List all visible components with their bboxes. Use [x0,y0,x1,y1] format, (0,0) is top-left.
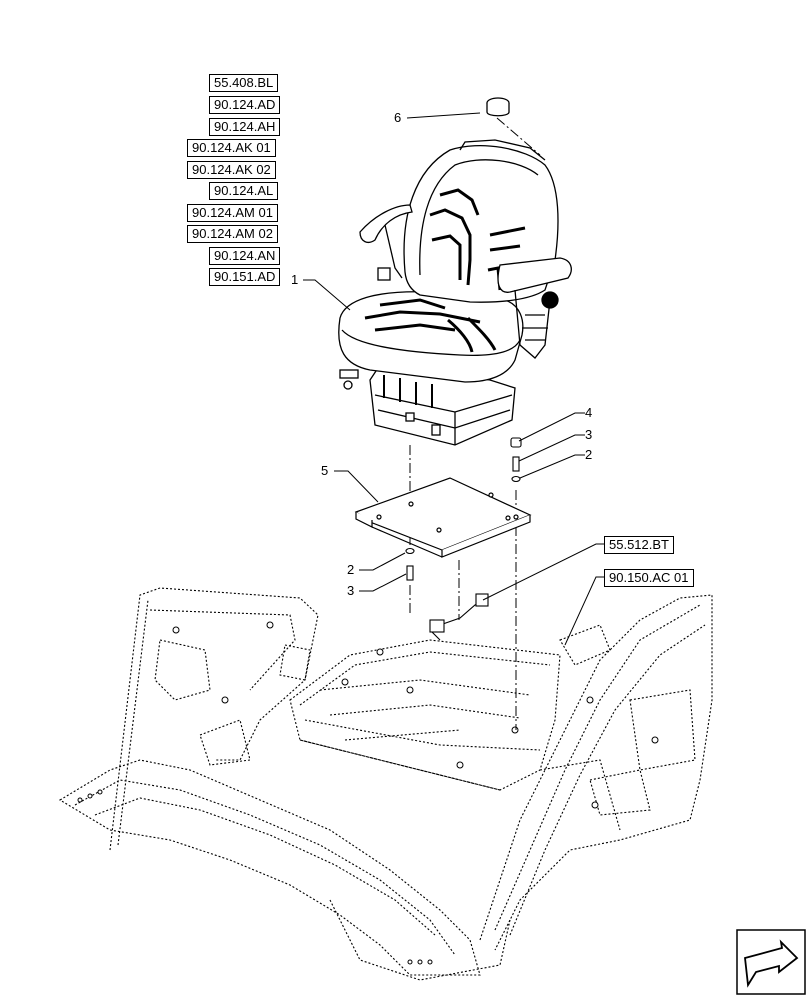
navigation-arrow-icon[interactable] [736,929,806,995]
frame-fasteners [77,621,659,965]
callout-bolt-right: 3 [585,427,593,442]
seat-assembly [338,97,572,446]
ref-link-90-124-am02[interactable]: 90.124.AM 02 [187,225,278,243]
ref-link-55-408-bl[interactable]: 55.408.BL [209,74,279,92]
fasteners [405,437,522,581]
callout-washer-right: 2 [585,447,593,462]
callout-washer-left: 2 [347,562,355,577]
ref-link-90-151-ad[interactable]: 90.151.AD [209,268,281,286]
callout-knob: 6 [394,110,402,125]
ref-link-90-124-am01[interactable]: 90.124.AM 01 [187,204,278,222]
callout-seat: 1 [291,272,299,287]
callout-cap: 4 [585,405,593,420]
ref-link-55-512-bt[interactable]: 55.512.BT [604,536,674,554]
harness-connector [429,593,489,641]
ref-link-90-124-an[interactable]: 90.124.AN [209,247,281,265]
mounting-plate [354,477,532,558]
ref-link-90-124-al[interactable]: 90.124.AL [209,182,279,200]
callout-bolt-left: 3 [347,583,355,598]
leader-lines [303,112,604,646]
cab-floor-frame [58,587,713,981]
ref-link-90-124-ah[interactable]: 90.124.AH [209,118,281,136]
ref-link-90-124-ak01[interactable]: 90.124.AK 01 [187,139,276,157]
callout-plate: 5 [321,463,329,478]
ref-link-90-150-ac01[interactable]: 90.150.AC 01 [604,569,694,587]
ref-link-90-124-ak02[interactable]: 90.124.AK 02 [187,161,276,179]
ref-link-90-124-ad[interactable]: 90.124.AD [209,96,281,114]
